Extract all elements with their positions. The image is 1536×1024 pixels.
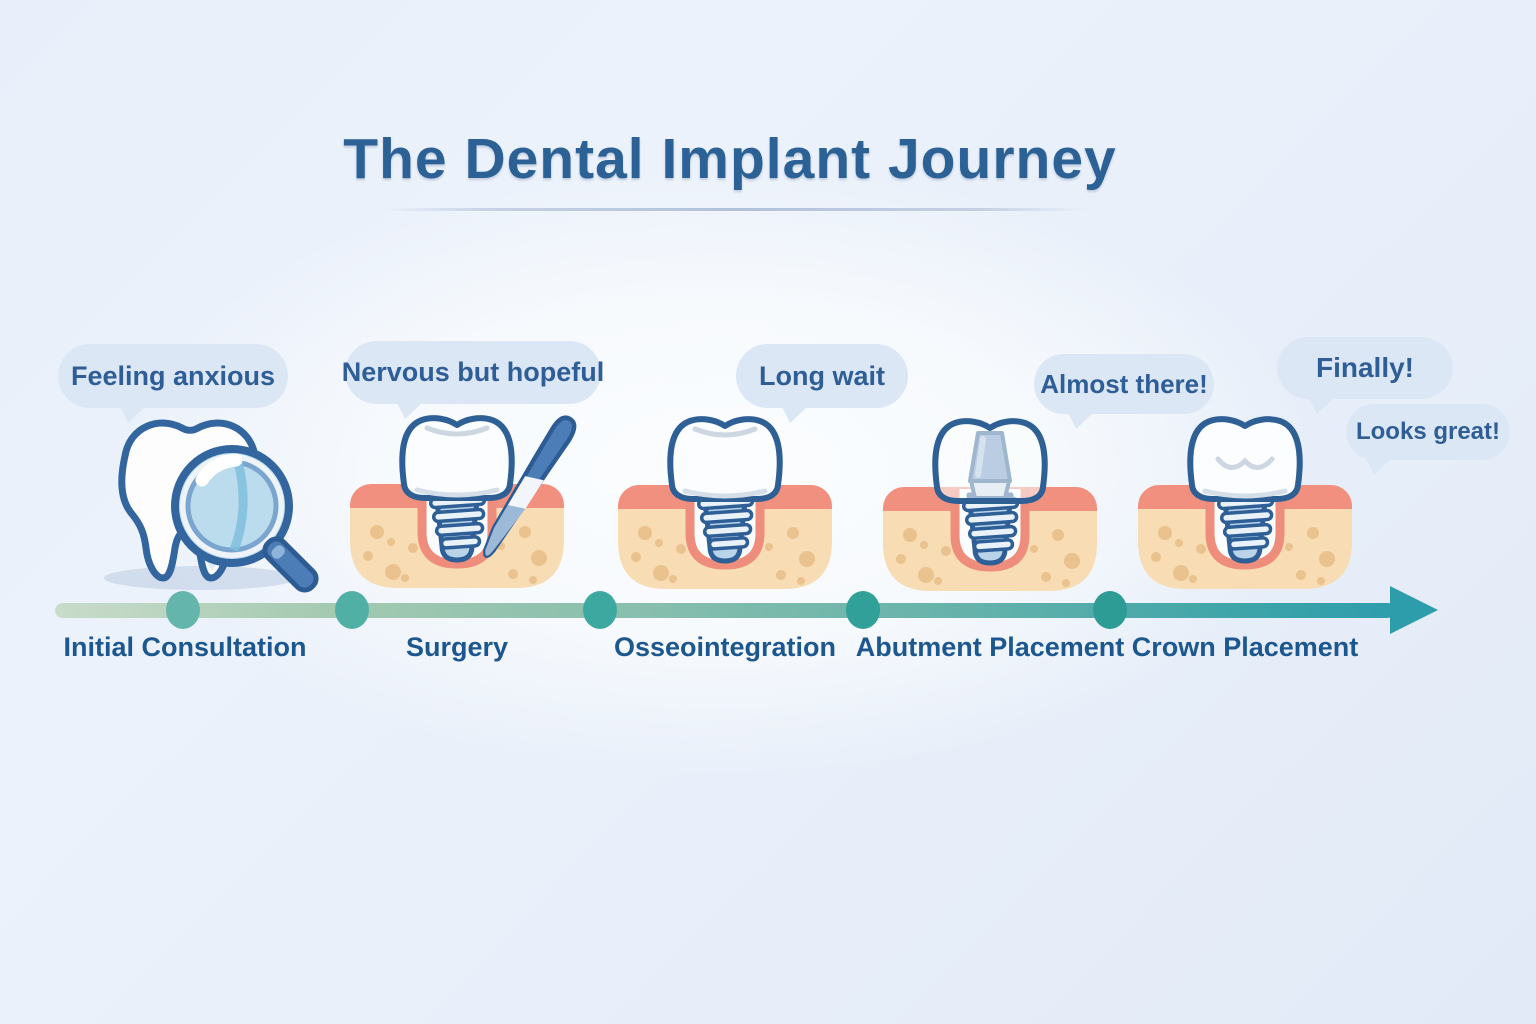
timeline-dot-3 — [583, 591, 617, 629]
timeline-dot-5 — [1093, 591, 1127, 629]
magnifier — [171, 445, 319, 593]
implant-scalpel-icon — [332, 389, 577, 589]
stage-label-crown-placement: Crown Placement — [1131, 632, 1359, 662]
implant-abutment-icon — [875, 392, 1105, 592]
bubble-text: Nervous but hopeful — [341, 357, 605, 387]
timeline-dot-2 — [335, 591, 369, 629]
bubble-text: Looks great! — [1355, 418, 1501, 445]
timeline-bar — [55, 603, 1395, 618]
magnifier-handle — [262, 536, 319, 593]
stage-label-abutment-placement: Abutment Placement — [855, 632, 1125, 662]
tooth-crown — [402, 418, 511, 498]
implant-crown-icon — [1130, 390, 1360, 590]
stage-label-osseointegration: Osseointegration — [613, 632, 837, 662]
page-title: The Dental Implant Journey — [343, 127, 1117, 191]
speech-bubble-osseointegration: Long wait — [736, 344, 908, 408]
speech-bubble-crown-looks-great: Looks great! — [1346, 404, 1510, 460]
speech-bubble-surgery: Nervous but hopeful — [342, 341, 604, 404]
timeline-dot-1 — [166, 591, 200, 629]
bubble-text: Long wait — [759, 360, 885, 391]
title-divider — [382, 208, 1088, 211]
tooth-crown — [1190, 419, 1299, 499]
ghost-crown — [935, 421, 1044, 501]
bubble-text: Finally! — [1315, 352, 1414, 383]
speech-bubble-crown-finally: Finally! — [1277, 337, 1453, 399]
bubble-text: Almost there! — [1040, 368, 1208, 399]
tooth-magnifier-icon — [104, 419, 319, 593]
tooth-crown — [670, 419, 779, 499]
timeline-dot-4 — [846, 591, 880, 629]
stage-label-surgery: Surgery — [405, 632, 509, 662]
speech-bubble-initial-consultation: Feeling anxious — [58, 344, 288, 408]
stage-label-initial-consultation: Initial Consultation — [63, 632, 307, 662]
scalpel — [483, 415, 577, 559]
bubble-text: Feeling anxious — [70, 360, 276, 391]
implant-in-gum-icon — [610, 390, 840, 590]
speech-bubble-abutment: Almost there! — [1034, 354, 1214, 414]
